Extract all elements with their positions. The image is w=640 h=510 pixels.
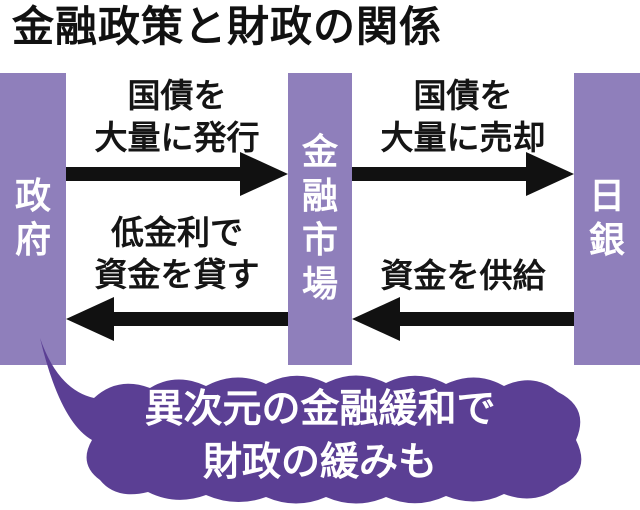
market-label-char: 金 (301, 132, 338, 173)
financial-market-box: 金 融 市 場 (288, 73, 352, 365)
arrow-boj-to-market (352, 297, 574, 341)
boj-label-char: 日 (588, 176, 625, 217)
flow-label-line: 低金利で (111, 213, 243, 252)
market-label-char: 市 (301, 220, 338, 261)
flow-label-line: 国債を (413, 76, 513, 115)
arrow-gov-to-market (66, 152, 288, 196)
market-label-char: 場 (301, 264, 338, 305)
flow-label-line: 資金を貸す (94, 255, 260, 294)
arrow-market-to-gov (66, 297, 288, 341)
boj-label-char: 銀 (588, 220, 625, 261)
diagram-title: 金融政策と財政の関係 (12, 2, 443, 51)
government-label-char: 府 (14, 220, 51, 261)
flow-label-market-to-gov: 低金利で 資金を貸す (66, 212, 288, 296)
flow-label-line: 大量に発行 (94, 118, 260, 157)
callout-line: 異次元の金融緩和で (144, 387, 496, 432)
flow-label-market-to-boj: 国債を 大量に売却 (352, 75, 574, 159)
flow-label-line: 資金を供給 (380, 256, 546, 295)
callout-bubble (40, 338, 582, 504)
callout-line: 財政の緩みも (202, 440, 437, 485)
boj-box: 日 銀 (574, 73, 640, 365)
government-box: 政 府 (0, 73, 66, 365)
flow-label-line: 大量に売却 (380, 118, 546, 157)
flow-label-line: 国債を (127, 76, 227, 115)
flow-label-boj-to-market: 資金を供給 (352, 255, 574, 297)
market-label-char: 融 (301, 176, 338, 217)
flow-label-gov-to-market: 国債を 大量に発行 (66, 75, 288, 159)
arrow-market-to-boj (352, 152, 574, 196)
government-label-char: 政 (14, 176, 51, 217)
callout-text: 異次元の金融緩和で 財政の緩みも (100, 383, 540, 489)
